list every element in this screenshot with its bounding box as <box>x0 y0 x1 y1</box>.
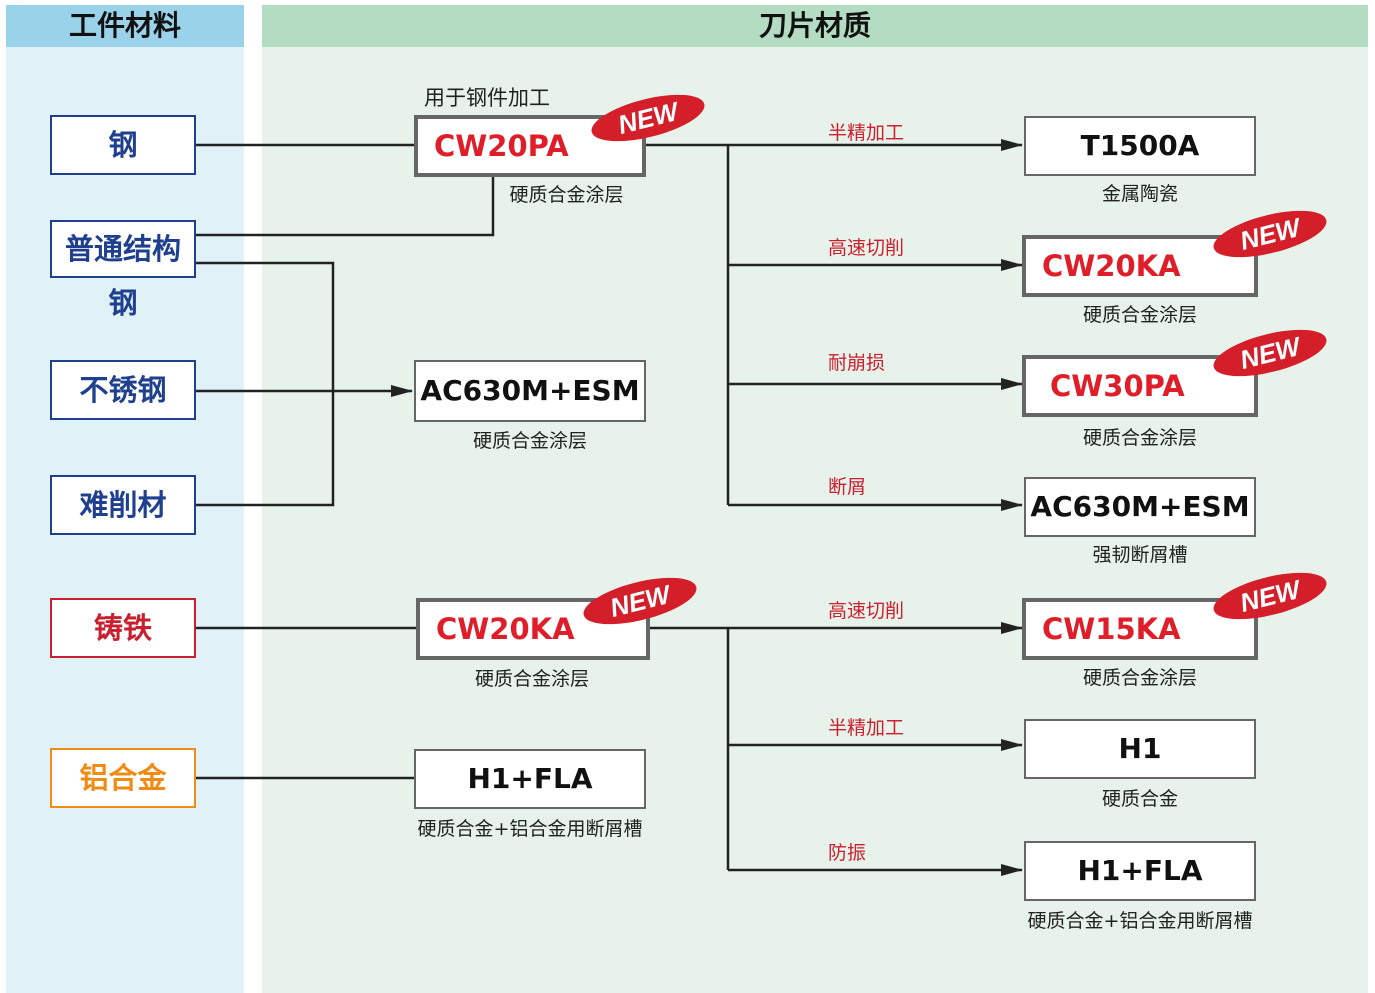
insert-h1-sub: 硬质合金 <box>1101 788 1178 810</box>
new-badge-cw20pa: NEW <box>591 94 705 142</box>
insert-cw20pa-sub: 硬质合金涂层 <box>509 184 624 206</box>
material-aluminum: 铝合金 <box>50 748 196 808</box>
material-structural-steel: 普通结构钢 <box>50 220 196 320</box>
insert-h1-fla-2: H1+FLA <box>1024 841 1256 901</box>
workpiece-header-bar <box>6 5 244 47</box>
insert-cw20ka-castiron: CW20KA <box>416 598 650 660</box>
label-high-speed-castiron: 高速切削 <box>828 600 905 622</box>
label-chipping-resistance: 耐崩损 <box>828 352 886 374</box>
insert-ac630m-esm-2-sub: 强韧断屑槽 <box>1092 544 1188 566</box>
line-structural-cw20pa <box>195 175 495 237</box>
line-merge-bracket <box>195 261 335 507</box>
insert-header-bar <box>262 5 1368 47</box>
workpiece-header: 工件材料 <box>68 9 181 42</box>
material-steel: 钢 <box>50 115 196 175</box>
label-semi-finishing: 半精加工 <box>828 122 905 144</box>
label-high-speed: 高速切削 <box>828 237 905 259</box>
insert-cw20pa: CW20PA <box>414 115 646 177</box>
label-semi-finishing-castiron: 半精加工 <box>828 717 905 739</box>
insert-cw30pa: CW30PA <box>1022 355 1258 417</box>
new-badge-cw20ka: NEW <box>1213 210 1327 258</box>
note-steel-use: 用于钢件加工 <box>424 86 550 110</box>
insert-h1-fla-2-sub: 硬质合金+铝合金用断屑槽 <box>1027 910 1253 932</box>
insert-t1500a: T1500A <box>1024 116 1256 176</box>
label-chip-breaking: 断屑 <box>828 476 867 498</box>
material-cast-iron: 铸铁 <box>50 598 196 658</box>
insert-cw20ka: CW20KA <box>1022 235 1258 297</box>
insert-header: 刀片材质 <box>758 9 871 42</box>
insert-h1-fla-sub: 硬质合金+铝合金用断屑槽 <box>417 818 643 840</box>
insert-cw30pa-sub: 硬质合金涂层 <box>1082 427 1197 449</box>
insert-t1500a-sub: 金属陶瓷 <box>1101 183 1178 205</box>
new-badge-cw20ka-castiron: NEW <box>583 577 697 625</box>
insert-ac630m-esm-sub: 硬质合金涂层 <box>472 430 587 452</box>
insert-ac630m-esm-2: AC630M+ESM <box>1024 477 1256 537</box>
insert-cw20ka-castiron-sub: 硬质合金涂层 <box>474 668 589 690</box>
insert-ac630m-esm: AC630M+ESM <box>414 360 646 422</box>
new-badge-cw15ka: NEW <box>1213 572 1327 620</box>
label-anti-vibration: 防振 <box>828 842 867 864</box>
insert-h1: H1 <box>1024 719 1256 779</box>
material-stainless-steel: 不锈钢 <box>50 360 196 420</box>
insert-cw15ka-sub: 硬质合金涂层 <box>1082 667 1197 689</box>
insert-cw20ka-sub: 硬质合金涂层 <box>1082 304 1197 326</box>
new-badge-cw30pa: NEW <box>1213 329 1327 377</box>
insert-h1-fla: H1+FLA <box>414 749 646 809</box>
material-difficult: 难削材 <box>50 475 196 535</box>
